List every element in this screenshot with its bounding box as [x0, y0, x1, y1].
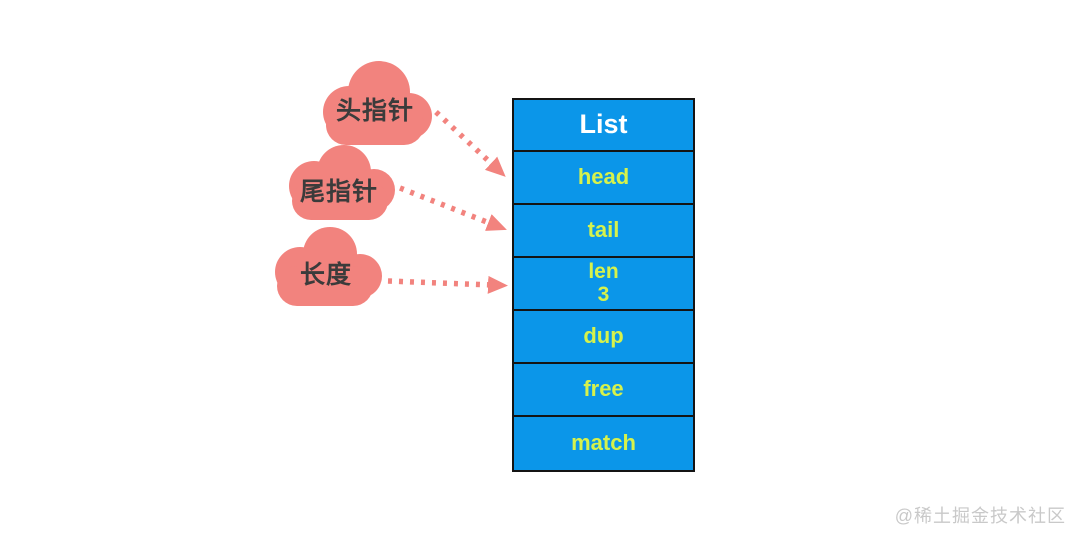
- head-pointer-cloud-icon: [323, 61, 432, 145]
- table-header-list: List: [514, 100, 693, 152]
- arrow-head-pointer-icon: [434, 109, 506, 177]
- table-row-match: match: [514, 417, 693, 470]
- row-label-free: free: [583, 376, 624, 402]
- length-cloud-icon: [275, 227, 382, 306]
- table-row-head: head: [514, 152, 693, 205]
- row-label-dup: dup: [583, 323, 624, 349]
- dotted-arrows: [387, 109, 508, 294]
- row-label-len: len: [588, 260, 619, 284]
- arrow-tail-pointer-icon: [398, 185, 507, 231]
- table-row-dup: dup: [514, 311, 693, 364]
- watermark: @稀土掘金技术社区: [894, 506, 1066, 526]
- cloud-label-head-pointer: 头指针: [335, 97, 415, 125]
- list-struct-table: List head tail len 3 dup free match: [512, 98, 695, 472]
- table-row-tail: tail: [514, 205, 693, 258]
- row-label-match: match: [571, 430, 636, 456]
- arrow-length-icon: [387, 275, 508, 294]
- table-row-len: len 3: [514, 258, 693, 311]
- tail-pointer-cloud-icon: [289, 145, 395, 220]
- row-label-head: head: [577, 164, 630, 190]
- cloud-label-length: 长度: [299, 261, 353, 289]
- table-row-free: free: [514, 364, 693, 417]
- row-label-tail: tail: [587, 217, 620, 243]
- cloud-label-tail-pointer: 尾指针: [299, 178, 379, 206]
- row-value-len: 3: [597, 282, 610, 306]
